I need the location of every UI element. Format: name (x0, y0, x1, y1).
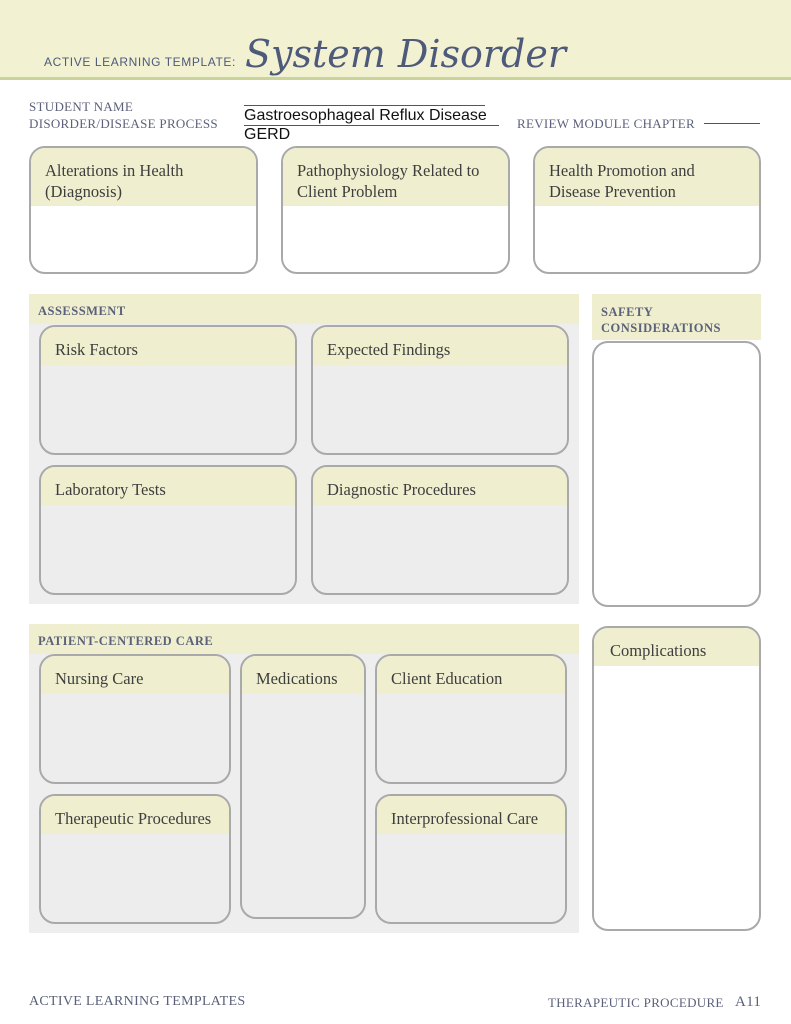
card-title: Health Promotion and Disease Prevention (535, 148, 759, 206)
template-label: ACTIVE LEARNING TEMPLATE: (44, 55, 236, 69)
card-title: Pathophysiology Related to Client Proble… (283, 148, 508, 206)
card-nursing-care[interactable]: Nursing Care (39, 654, 231, 784)
patient-care-title: PATIENT-CENTERED CARE (29, 624, 579, 654)
card-pathophysiology[interactable]: Pathophysiology Related to Client Proble… (281, 146, 510, 274)
card-diagnostic-procedures[interactable]: Diagnostic Procedures (311, 465, 569, 595)
card-alterations-in-health[interactable]: Alterations in Health (Diagnosis) (29, 146, 258, 274)
footer-page-number: A11 (735, 994, 762, 1010)
footer-section-label: THERAPEUTIC PROCEDURE (548, 995, 724, 1010)
student-name-label: STUDENT NAME (29, 99, 134, 114)
footer-left: ACTIVE LEARNING TEMPLATES (29, 994, 246, 1009)
card-title: Client Education (377, 656, 565, 694)
disorder-line (244, 125, 499, 126)
card-title: Diagnostic Procedures (313, 467, 567, 505)
card-title: Risk Factors (41, 327, 295, 365)
safety-title: SAFETY CONSIDERATIONS (592, 294, 761, 340)
card-complications[interactable]: Complications (592, 626, 761, 931)
card-client-education[interactable]: Client Education (375, 654, 567, 784)
card-title: Interprofessional Care (377, 796, 565, 834)
review-module-label: REVIEW MODULE CHAPTER (517, 116, 695, 131)
card-title: Nursing Care (41, 656, 229, 694)
card-medications[interactable]: Medications (240, 654, 366, 919)
page-title: System Disorder (245, 32, 567, 76)
card-title: Complications (594, 628, 759, 666)
review-module-line (704, 123, 760, 124)
disorder-value-line2[interactable]: GERD (244, 126, 291, 143)
card-health-promotion[interactable]: Health Promotion and Disease Prevention (533, 146, 761, 274)
card-title: Medications (242, 656, 364, 694)
card-interprofessional-care[interactable]: Interprofessional Care (375, 794, 567, 924)
card-title: Therapeutic Procedures (41, 796, 229, 834)
card-title: Expected Findings (313, 327, 567, 365)
card-expected-findings[interactable]: Expected Findings (311, 325, 569, 455)
card-title: Laboratory Tests (41, 467, 295, 505)
card-risk-factors[interactable]: Risk Factors (39, 325, 297, 455)
card-title: Alterations in Health (Diagnosis) (31, 148, 256, 206)
disorder-label: DISORDER/DISEASE PROCESS (29, 116, 218, 131)
student-name-line (244, 105, 485, 106)
header-banner (0, 0, 791, 80)
assessment-title: ASSESSMENT (29, 294, 579, 324)
disorder-value-line1[interactable]: Gastroesophageal Reflux Disease (244, 107, 487, 124)
safety-considerations-box[interactable] (592, 341, 761, 607)
card-laboratory-tests[interactable]: Laboratory Tests (39, 465, 297, 595)
card-therapeutic-procedures[interactable]: Therapeutic Procedures (39, 794, 231, 924)
